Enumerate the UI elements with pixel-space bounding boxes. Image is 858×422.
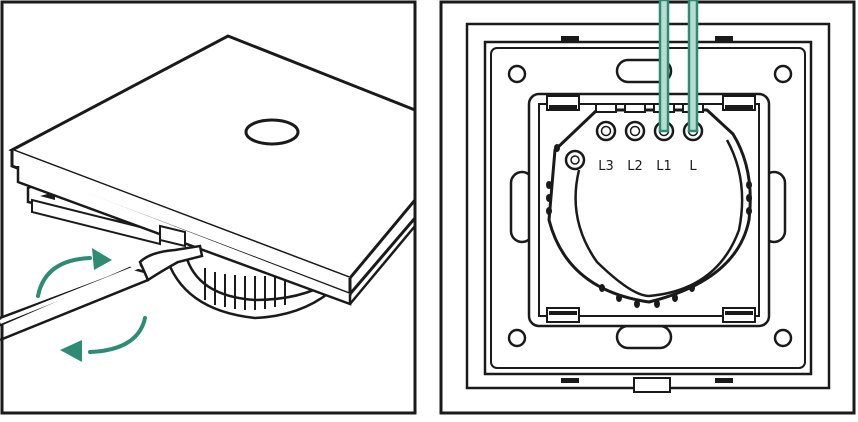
terminal-label: L3 — [598, 159, 614, 174]
terminal-screw-center — [600, 125, 612, 137]
terminal-tab — [595, 103, 617, 113]
right-panel-wiring-illustration: L3 L2 L1 L — [437, 0, 858, 422]
terminal-screw-center — [629, 125, 641, 137]
switch-backplate-icon: L3 L2 L1 L — [439, 0, 856, 415]
wires — [658, 0, 699, 133]
wire — [687, 0, 699, 133]
glass-panel — [8, 34, 417, 280]
touch-button — [244, 118, 300, 146]
terminal-tab — [624, 103, 646, 113]
terminal-label: L2 — [627, 159, 643, 174]
terminal-label: L — [689, 159, 697, 174]
left-panel-removal-illustration — [0, 0, 421, 422]
switch-panel-icon — [0, 0, 417, 415]
wire — [658, 0, 670, 133]
round-module — [547, 108, 752, 304]
terminal-label: L1 — [656, 159, 672, 174]
rotate-arrow-icon — [36, 256, 147, 354]
mounting-holes — [507, 64, 793, 348]
screwdriver-icon — [0, 244, 204, 342]
